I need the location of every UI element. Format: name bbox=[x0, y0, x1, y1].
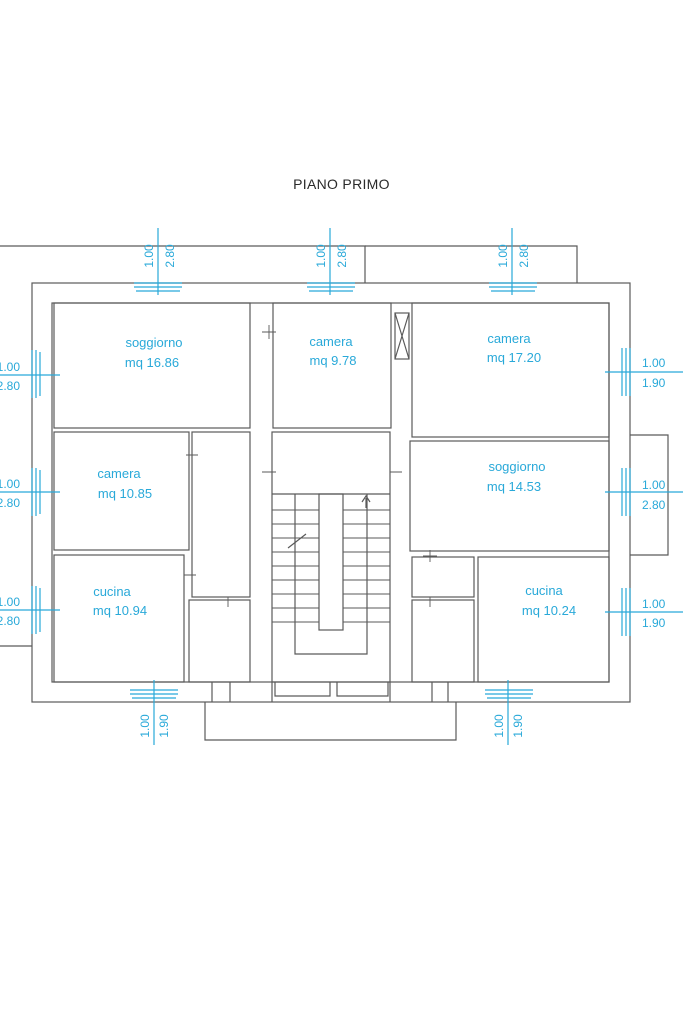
dimension-height: 2.80 bbox=[163, 244, 177, 268]
room-outline-cucina-right bbox=[477, 556, 610, 683]
dimension-height: 2.80 bbox=[0, 614, 20, 628]
dimension-height: 2.80 bbox=[0, 379, 20, 393]
room-outline-soggiorno-right bbox=[409, 440, 610, 552]
dimension-width: 1.00 bbox=[496, 244, 510, 268]
window-bottom-right bbox=[485, 680, 533, 745]
room-area: mq 10.85 bbox=[98, 486, 152, 501]
balcony-bottom bbox=[204, 702, 457, 741]
dimension-height: 1.90 bbox=[157, 714, 171, 738]
dimension-width: 1.00 bbox=[314, 244, 328, 268]
dimension-width: 1.00 bbox=[142, 244, 156, 268]
room-area: mq 14.53 bbox=[487, 479, 541, 494]
room-name: cucina bbox=[93, 584, 131, 599]
dimension-width: 1.00 bbox=[0, 477, 20, 491]
window-left-1 bbox=[0, 350, 60, 398]
stair-treads bbox=[272, 509, 390, 623]
window-right-2 bbox=[605, 468, 683, 516]
room-outline-camera-left bbox=[53, 431, 190, 551]
dimension-width: 1.00 bbox=[138, 714, 152, 738]
room-outline-camera-right bbox=[411, 302, 610, 438]
room-name: soggiorno bbox=[488, 459, 545, 474]
dimension-width: 1.00 bbox=[0, 360, 20, 374]
entry-cells bbox=[271, 682, 391, 702]
balcony-top-right bbox=[365, 245, 578, 283]
dimension-width: 1.00 bbox=[492, 714, 506, 738]
room-name: camera bbox=[487, 331, 531, 346]
room-area: mq 10.24 bbox=[522, 603, 576, 618]
room-area: mq 9.78 bbox=[310, 353, 357, 368]
dimension-width: 1.00 bbox=[642, 597, 666, 611]
dimension-height: 1.90 bbox=[642, 376, 666, 390]
room-outline-camera-small bbox=[272, 302, 392, 429]
window-right-3 bbox=[605, 588, 683, 636]
dimension-width: 1.00 bbox=[642, 478, 666, 492]
dimension-height: 2.80 bbox=[517, 244, 531, 268]
room-name: camera bbox=[97, 466, 141, 481]
window-top-center bbox=[307, 228, 355, 295]
stair-rail bbox=[294, 494, 368, 655]
dimension-labels: 1.00 2.80 1.00 2.80 1.00 2.80 1.00 2.80 … bbox=[0, 244, 666, 738]
window-top-left bbox=[134, 228, 182, 295]
ventilation-shaft bbox=[394, 312, 410, 360]
room-labels: soggiorno mq 16.86 camera mq 9.78 camera… bbox=[93, 331, 576, 618]
closet-right bbox=[411, 556, 475, 598]
dimension-height: 1.90 bbox=[642, 616, 666, 630]
balcony-top-left bbox=[0, 245, 366, 283]
window-right-1 bbox=[605, 348, 683, 396]
room-outline-soggiorno-left bbox=[53, 302, 251, 429]
stair-arrow-icon bbox=[287, 494, 371, 549]
window-top-right bbox=[489, 228, 537, 295]
wall-ticks bbox=[184, 325, 437, 607]
corridor-left bbox=[191, 431, 251, 598]
stair-core bbox=[271, 431, 391, 683]
dimension-height: 2.80 bbox=[642, 498, 666, 512]
walls bbox=[0, 245, 669, 741]
room-area: mq 17.20 bbox=[487, 350, 541, 365]
dimension-width: 1.00 bbox=[0, 595, 20, 609]
door-jambs bbox=[211, 682, 449, 702]
dimension-height: 2.80 bbox=[335, 244, 349, 268]
room-name: camera bbox=[309, 334, 353, 349]
bath-right bbox=[411, 599, 475, 683]
ventilation-shaft-cross bbox=[394, 312, 410, 360]
room-name: cucina bbox=[525, 583, 563, 598]
drawing-title: PIANO PRIMO bbox=[293, 176, 390, 192]
stair-well bbox=[318, 493, 344, 631]
dimension-height: 1.90 bbox=[511, 714, 525, 738]
room-outline-cucina-left bbox=[53, 554, 185, 683]
room-area: mq 16.86 bbox=[125, 355, 179, 370]
window-left-3 bbox=[0, 586, 60, 634]
window-bottom-left bbox=[130, 680, 178, 745]
dimension-width: 1.00 bbox=[642, 356, 666, 370]
room-area: mq 10.94 bbox=[93, 603, 147, 618]
window-left-2 bbox=[0, 468, 60, 516]
dimension-height: 2.80 bbox=[0, 496, 20, 510]
room-name: soggiorno bbox=[125, 335, 182, 350]
balcony-right bbox=[630, 434, 669, 556]
windows bbox=[0, 228, 683, 745]
bath-left bbox=[188, 599, 251, 683]
